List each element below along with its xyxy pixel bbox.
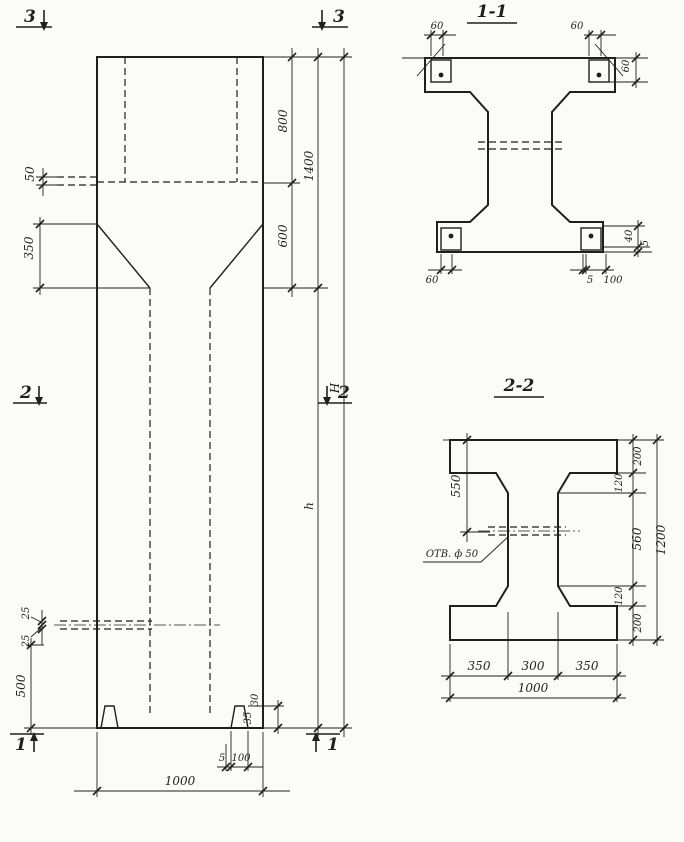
section-1-ticks <box>426 30 643 275</box>
section-2-hole-lines <box>478 526 580 536</box>
dim-25-upper: 25 <box>21 607 32 621</box>
dim-1000-bottom: 1000 <box>518 681 549 695</box>
section-1-dim-lines <box>402 30 652 274</box>
dim-560: 560 <box>630 527 644 550</box>
dim-200-top: 200 <box>633 446 644 467</box>
dim-350: 350 <box>22 236 36 259</box>
section-mark-1-right-label: 1 <box>327 735 339 755</box>
dim-1400: 1400 <box>302 150 316 181</box>
embedded-plates <box>430 59 610 251</box>
dim-1200: 1200 <box>654 524 668 555</box>
dim-h: h <box>302 502 316 510</box>
section-mark-2-right-label: 2 <box>337 383 350 403</box>
section-2-dim-lines <box>441 433 664 702</box>
dim-60-side: 60 <box>621 59 632 72</box>
dim-600: 600 <box>276 224 290 247</box>
section-mark-1-left: 1 <box>10 732 44 755</box>
section-1-outline <box>424 57 616 253</box>
base-foot-right <box>230 705 249 729</box>
section-1-hidden-lines <box>478 141 562 150</box>
dim-H: H <box>328 382 342 394</box>
dim-60-top-right: 60 <box>571 21 584 32</box>
dim-5-bottom: 5 <box>587 275 593 286</box>
dim-1000: 1000 <box>165 774 196 788</box>
section-2-title: 2-2 <box>503 376 535 396</box>
dim-30: 30 <box>250 693 261 706</box>
dim-350-left: 350 <box>468 659 491 673</box>
dim-120-bottom: 120 <box>614 586 625 606</box>
dim-60-top-left: 60 <box>431 21 444 32</box>
base-foot-left <box>100 705 119 729</box>
section-mark-2-left-label: 2 <box>19 383 32 403</box>
dim-550: 550 <box>449 474 463 497</box>
dim-100: 100 <box>231 753 251 764</box>
dim-350-right: 350 <box>576 659 599 673</box>
section-1-1-view: 1-1 <box>402 2 652 286</box>
section-1-title: 1-1 <box>477 2 508 22</box>
dim-35: 35 <box>243 712 254 725</box>
haunch-edge-right <box>209 223 264 289</box>
dimension-ticks <box>26 52 349 796</box>
section-mark-3-right-label: 3 <box>333 7 345 27</box>
section-mark-1-right: 1 <box>306 732 340 755</box>
hole-leader <box>480 535 510 563</box>
dim-300: 300 <box>522 659 545 673</box>
dim-5: 5 <box>219 753 225 764</box>
dim-500: 500 <box>14 674 28 697</box>
elevation-view: 50 350 800 1400 600 H h 25 25 500 1000 5… <box>10 7 352 797</box>
dim-800: 800 <box>276 109 290 132</box>
section-2-2-view: 2-2 ОТВ. ф 50 <box>423 376 668 703</box>
dim-40-right: 40 <box>624 229 635 243</box>
hidden-lines <box>54 57 263 713</box>
dim-50: 50 <box>23 166 37 182</box>
section-mark-1-left-label: 1 <box>15 735 27 755</box>
dim-25-lower: 25 <box>21 635 32 649</box>
dim-5-right: 5 <box>640 240 651 246</box>
dim-60-bottom-left: 60 <box>426 275 439 286</box>
section-mark-2-left: 2 <box>13 383 47 406</box>
section-mark-3-left: 3 <box>16 7 52 31</box>
hole-label: ОТВ. ф 50 <box>426 549 479 560</box>
section-2-outline <box>449 439 618 641</box>
column-outline <box>96 56 264 729</box>
haunch-edge-left <box>96 223 151 289</box>
section-mark-2-right: 2 <box>318 383 352 406</box>
dim-100-bottom: 100 <box>603 275 623 286</box>
dim-200-bottom: 200 <box>633 613 644 634</box>
section-mark-3-left-label: 3 <box>24 7 36 27</box>
section-mark-3-right: 3 <box>312 7 348 31</box>
dim-120-top: 120 <box>614 473 625 493</box>
